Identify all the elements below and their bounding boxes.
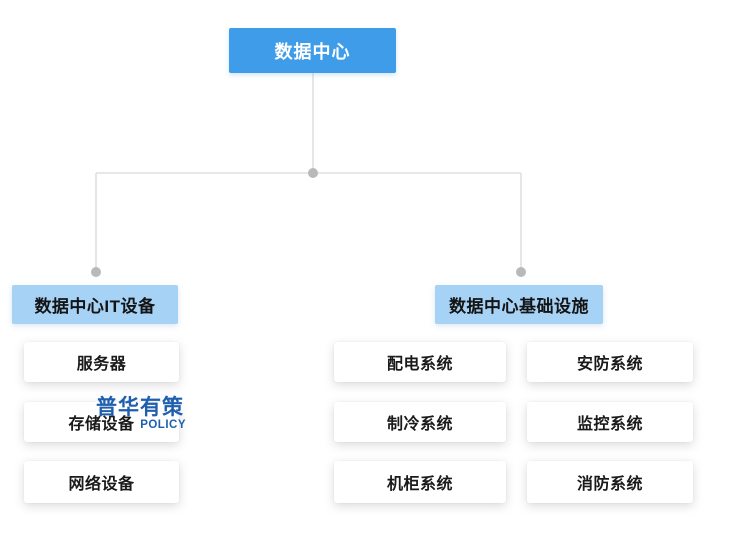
leaf-node-server: 服务器	[24, 342, 179, 382]
junction-dot	[308, 168, 318, 178]
leaf-node-monitoring: 监控系统	[527, 402, 693, 442]
leaf-node-label: 存储设备	[68, 416, 135, 433]
leaf-node-power-distribution: 配电系统	[334, 342, 506, 382]
left-branch-dot	[91, 267, 101, 277]
leaf-node-cabinet: 机柜系统	[334, 461, 506, 503]
leaf-node-label: 服务器	[76, 356, 127, 373]
leaf-node-label: 网络设备	[68, 476, 135, 493]
branch-node-infrastructure: 数据中心基础设施	[435, 285, 603, 324]
branch-node-label: 数据中心IT设备	[34, 297, 156, 316]
branch-node-it-equipment: 数据中心IT设备	[12, 285, 178, 324]
leaf-node-label: 安防系统	[576, 356, 643, 373]
leaf-node-label: 制冷系统	[386, 416, 453, 433]
leaf-node-label: 监控系统	[576, 416, 643, 433]
leaf-node-label: 机柜系统	[386, 476, 453, 493]
leaf-node-fire-protection: 消防系统	[527, 461, 693, 503]
root-node-label: 数据中心	[274, 41, 351, 62]
leaf-node-label: 消防系统	[576, 476, 643, 493]
root-node-data-center: 数据中心	[229, 28, 396, 73]
leaf-node-security: 安防系统	[527, 342, 693, 382]
leaf-node-label: 配电系统	[386, 356, 453, 373]
leaf-node-storage: 存储设备	[24, 402, 179, 442]
branch-node-label: 数据中心基础设施	[449, 297, 589, 316]
leaf-node-network: 网络设备	[24, 461, 179, 503]
right-branch-dot	[516, 267, 526, 277]
leaf-node-cooling: 制冷系统	[334, 402, 506, 442]
